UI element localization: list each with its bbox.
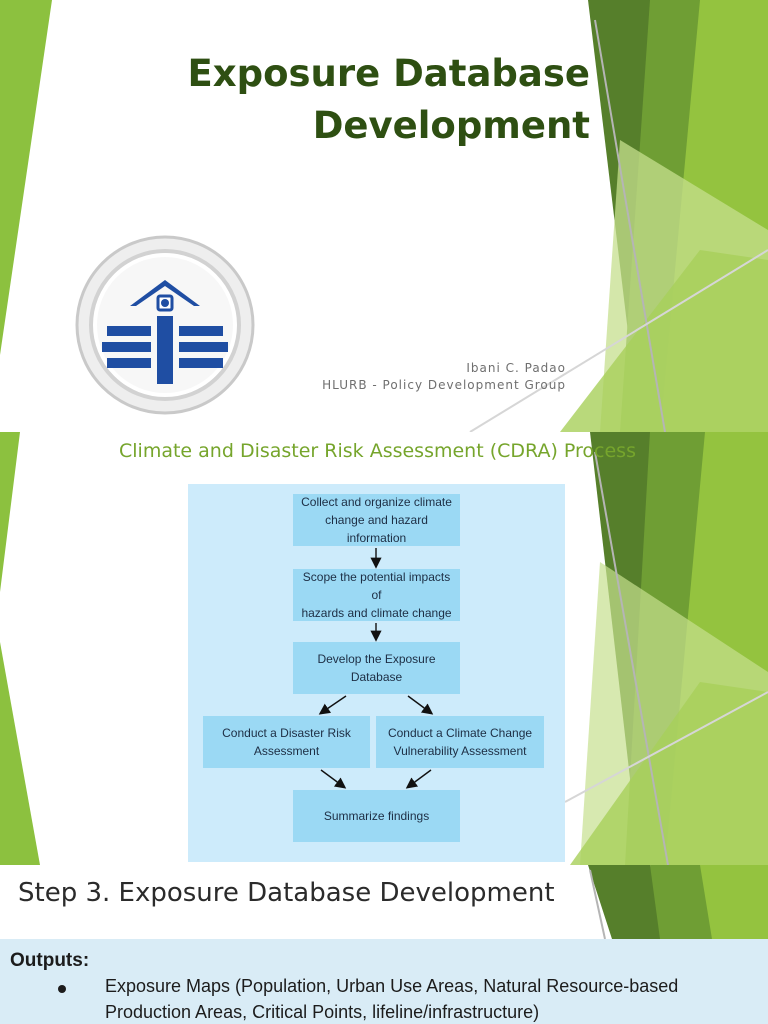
arrow-icon (405, 769, 432, 789)
author-affiliation: HLURB - Policy Development Group (322, 378, 566, 392)
outputs-list-item: Exposure Maps (Population, Urban Use Are… (105, 976, 679, 1022)
arrow-icon (320, 769, 347, 789)
arrow-icon (318, 695, 347, 715)
left-green-sliver (0, 432, 20, 592)
right-bright-band (570, 682, 768, 865)
step3-slide: Step 3. Exposure Database Development Ou… (0, 865, 768, 1024)
slide-decoration (0, 0, 768, 432)
flow-step-text: Assessment (253, 744, 320, 758)
flow-step-text: Conduct a Climate Change (387, 726, 533, 740)
outputs-panel: Outputs: Exposure Maps (Population, Urba… (0, 939, 768, 1024)
deco-line (469, 249, 768, 432)
right-dark-band (588, 865, 672, 939)
flow-step-text: change and hazard information (325, 513, 428, 545)
left-green-triangle (0, 642, 40, 865)
slide-decoration (588, 865, 768, 940)
arrow-icon (407, 695, 434, 715)
outputs-heading: Outputs: (10, 950, 90, 971)
deco-line (564, 691, 768, 803)
flow-step-text: Scope the potential impacts of (302, 570, 451, 602)
slide-title: Exposure Database Development (110, 48, 590, 152)
flow-step-climate-change: Conduct a Climate Change Vulnerability A… (376, 716, 544, 768)
left-green-triangle (0, 0, 52, 355)
flow-step-scope: Scope the potential impacts of hazards a… (293, 569, 460, 621)
flow-step-collect: Collect and organize climate change and … (293, 494, 460, 546)
process-slide: Climate and Disaster Risk Assessment (CD… (0, 432, 768, 865)
author-block: Ibani C. Padao HLURB - Policy Developmen… (246, 360, 566, 394)
right-bright-band (560, 250, 768, 432)
flow-step-text: Vulnerability Assessment (393, 744, 527, 758)
flow-step-text: Collect and organize climate (301, 495, 452, 509)
title-slide: Exposure Database Development Ibani C. P… (0, 0, 768, 432)
flow-step-text: hazards and climate change (301, 606, 452, 620)
flow-arrows (318, 548, 434, 789)
flow-step-summarize: Summarize findings (293, 790, 460, 842)
bullet-icon (58, 985, 66, 993)
deco-line (594, 451, 669, 865)
flow-step-text: Conduct a Disaster Risk (222, 726, 351, 740)
right-light-band (700, 865, 768, 939)
cdra-flowchart: Collect and organize climate change and … (188, 484, 565, 862)
slide-decoration (0, 432, 768, 865)
slide-title: Step 3. Exposure Database Development (18, 878, 555, 908)
hlurb-logo-icon (75, 235, 255, 415)
flow-step-exposure-database: Develop the Exposure Database (293, 642, 460, 694)
title-line: Development (312, 104, 590, 147)
deco-line (594, 19, 666, 432)
title-line: Exposure Database (187, 52, 590, 95)
slide-title: Climate and Disaster Risk Assessment (CD… (119, 440, 636, 462)
flow-step-text: Summarize findings (323, 809, 430, 823)
flow-step-text: Develop the Exposure Database (317, 652, 436, 684)
flow-step-disaster-risk: Conduct a Disaster Risk Assessment (203, 716, 370, 768)
author-name: Ibani C. Padao (466, 361, 566, 375)
deco-line (589, 869, 606, 940)
